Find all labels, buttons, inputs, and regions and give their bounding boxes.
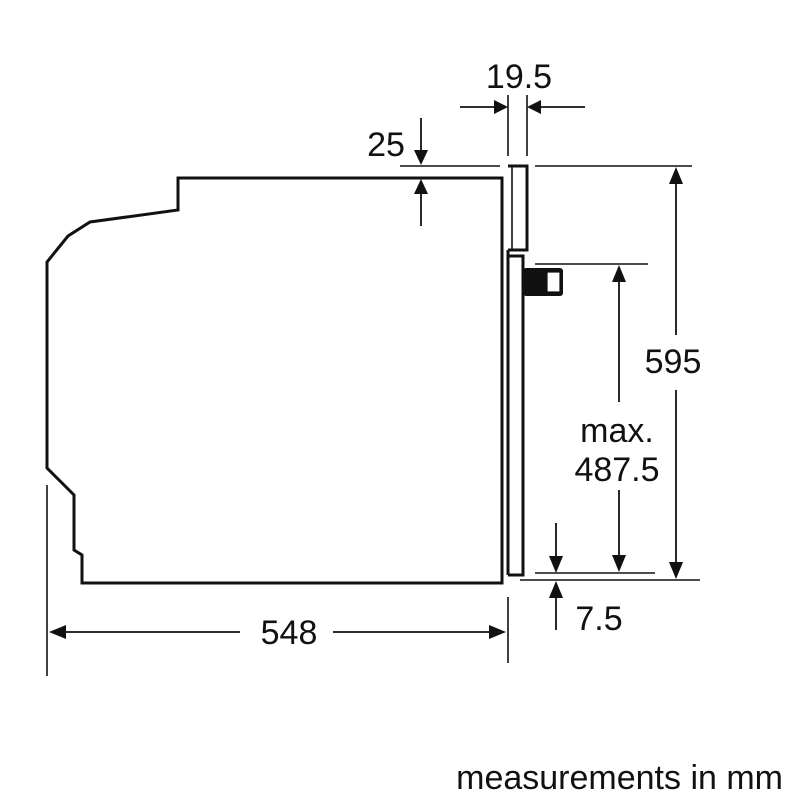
label-bottom-gap: 7.5 — [575, 600, 622, 638]
dimension-door-thickness: 19.5 — [460, 58, 585, 156]
label-top-gap: 25 — [367, 126, 405, 164]
dimension-bottom-gap: 7.5 — [520, 523, 655, 638]
label-door-thickness: 19.5 — [486, 58, 552, 96]
dimension-top-gap: 25 — [367, 118, 500, 226]
dimension-depth: 548 — [46, 485, 509, 676]
label-max: max. — [580, 412, 654, 450]
oven-door — [506, 164, 529, 577]
label-height: 595 — [645, 343, 702, 381]
units-caption: measurements in mm — [456, 759, 783, 797]
door-handle — [523, 268, 563, 296]
label-depth: 548 — [261, 614, 318, 652]
dimension-height: 595 — [535, 165, 702, 581]
dimension-max-height: max. 487.5 — [535, 263, 660, 574]
label-max-value: 487.5 — [574, 451, 659, 489]
oven-body-outline — [45, 176, 504, 585]
